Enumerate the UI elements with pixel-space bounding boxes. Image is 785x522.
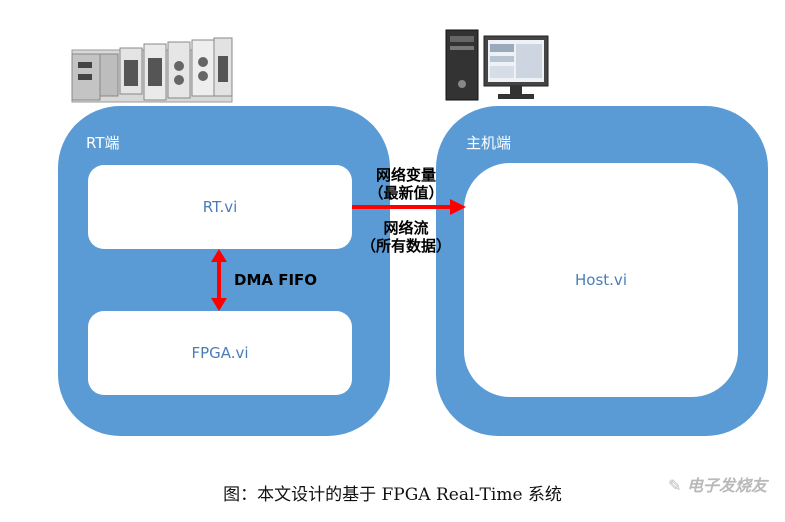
fpga-vi-label: FPGA.vi — [191, 344, 249, 362]
host-panel-title: 主机端 — [466, 134, 512, 152]
desktop-computer-icon — [445, 29, 549, 101]
network-stream-label: 网络流 （所有数据） — [350, 219, 462, 255]
rt-vi-box: RT.vi — [88, 165, 352, 249]
watermark-text: 电子发烧友 — [686, 476, 767, 495]
dma-fifo-label: DMA FIFO — [234, 271, 318, 289]
watermark-logo-icon: ✎ — [668, 476, 687, 495]
network-stream-line2: （所有数据） — [360, 237, 451, 255]
figure-caption: 图：本文设计的基于 FPGA Real-Time 系统 — [223, 485, 562, 505]
rt-vi-label: RT.vi — [202, 198, 238, 216]
host-vi-label: Host.vi — [575, 271, 627, 289]
network-variable-line1: 网络变量 — [375, 166, 436, 184]
rt-panel-title: RT端 — [86, 134, 120, 152]
host-vi-box: Host.vi — [464, 163, 738, 397]
watermark: ✎ 电子发烧友 — [668, 472, 767, 496]
fpga-vi-box: FPGA.vi — [88, 311, 352, 395]
compactrio-hardware-icon — [71, 37, 233, 103]
network-stream-line1: 网络流 — [383, 219, 429, 237]
network-variable-label: 网络变量 （最新值） — [360, 166, 452, 202]
network-variable-line2: （最新值） — [368, 184, 444, 202]
